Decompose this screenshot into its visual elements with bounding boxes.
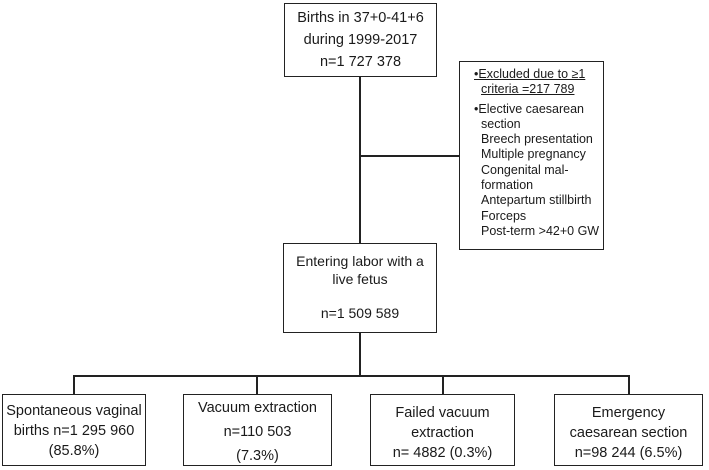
labor-line-2: live fetus (332, 271, 388, 287)
exclusion-item: formation (481, 178, 534, 193)
outcome-title: Spontaneous vaginal (6, 403, 142, 419)
exclusion-item: Antepartum stillbirth (481, 193, 592, 208)
outcome-count: births n=1 295 960 (13, 423, 135, 439)
connector-to-vacuum (256, 375, 258, 394)
connector-to-failed (442, 375, 444, 394)
births-total-box: Births in 37+0-41+6 during 1999-2017 n=1… (284, 3, 437, 77)
outcome-count: n=98 244 (6.5%) (574, 445, 683, 461)
exclusion-item: Post-term >42+0 GW (481, 223, 600, 238)
exclusion-item: •Elective caesarean (474, 101, 584, 116)
outcome-title: Failed vacuum (395, 405, 490, 421)
outcome-count: n=110 503 (223, 424, 292, 440)
connector-to-spontaneous (73, 375, 75, 394)
outcome-title: Emergency (591, 405, 666, 421)
exclusion-item: Congenital mal- (481, 162, 569, 177)
exclusion-item: Breech presentation (481, 132, 593, 147)
connector-horizontal-bar (73, 375, 630, 377)
births-range-text: Births in 37+0-41+6 (297, 10, 424, 26)
exclusion-count: criteria =217 789 (481, 82, 575, 97)
outcome-spontaneous-box: Spontaneous vaginal births n=1 295 960 (… (2, 394, 146, 466)
outcome-percent: (85.8%) (48, 443, 100, 459)
births-count-text: n=1 727 378 (319, 54, 402, 70)
labor-line-1: Entering labor with a (296, 253, 424, 269)
exclusion-heading: •Excluded due to ≥1 (474, 67, 586, 81)
connector-top-to-labor (359, 77, 361, 243)
births-period-text: during 1999-2017 (303, 32, 418, 48)
connector-to-exclusion (359, 155, 459, 157)
exclusion-item: Multiple pregnancy (481, 147, 586, 162)
outcome-percent: (7.3%) (236, 448, 279, 464)
connector-to-emergency (628, 375, 630, 394)
outcome-emergency-cs-box: Emergency caesarean section n=98 244 (6.… (554, 394, 703, 466)
exclusion-item: Forceps (481, 208, 527, 223)
exclusion-criteria-box: •Excluded due to ≥1 criteria =217 789 •E… (459, 61, 604, 250)
outcome-title-cont: caesarean section (569, 425, 688, 441)
labor-count-text: n=1 509 589 (320, 305, 400, 321)
connector-labor-down (359, 333, 361, 376)
exclusion-item: section (481, 116, 521, 131)
outcome-count: n= 4882 (0.3%) (392, 445, 493, 461)
entering-labor-box: Entering labor with a live fetus n=1 509… (283, 243, 437, 333)
outcome-title-cont: extraction (411, 425, 474, 441)
outcome-vacuum-box: Vacuum extraction n=110 503 (7.3%) (183, 394, 332, 466)
outcome-title: Vacuum extraction (197, 400, 317, 416)
outcome-failed-vacuum-box: Failed vacuum extraction n= 4882 (0.3%) (370, 394, 515, 466)
